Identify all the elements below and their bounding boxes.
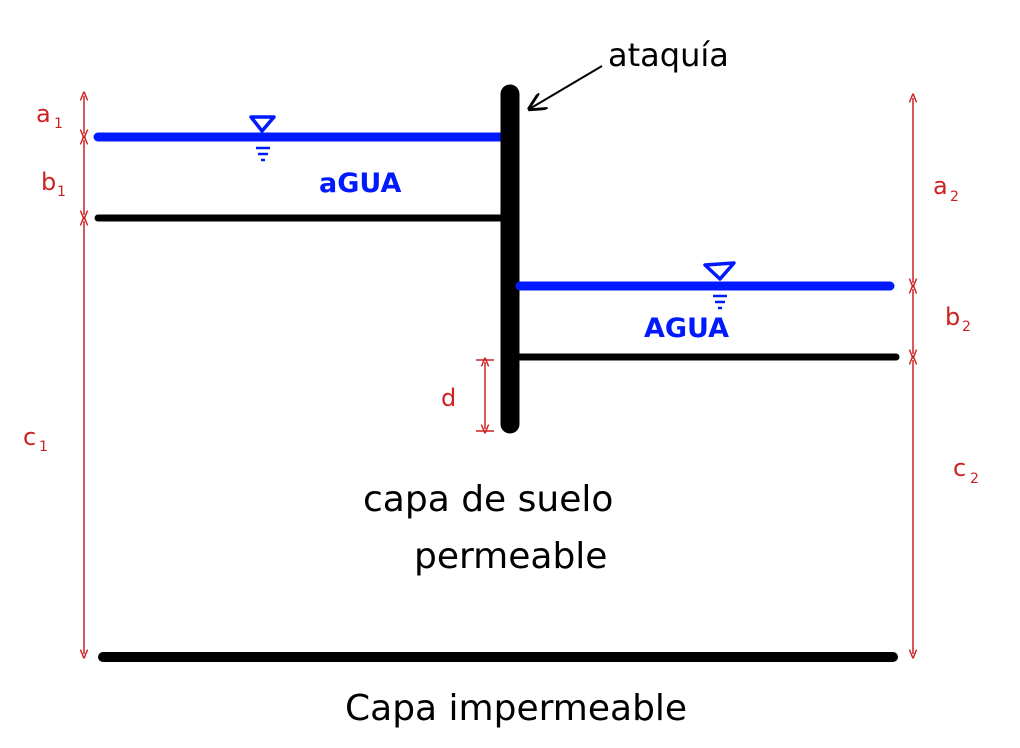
svg-text:a: a bbox=[933, 172, 948, 200]
dim-label-c2: c 2 bbox=[953, 454, 979, 487]
svg-text:b: b bbox=[41, 168, 56, 196]
svg-text:2: 2 bbox=[962, 319, 971, 335]
impermeable-layer-label: Capa impermeable bbox=[345, 688, 687, 729]
svg-text:2: 2 bbox=[970, 471, 979, 487]
dim-label-a2: a 2 bbox=[933, 172, 959, 205]
water-level-right-icon bbox=[703, 261, 736, 310]
water-level-left-icon bbox=[249, 115, 276, 162]
svg-text:1: 1 bbox=[54, 116, 63, 132]
svg-text:a: a bbox=[36, 100, 51, 128]
water-label-left: aGUA bbox=[319, 168, 401, 199]
svg-text:2: 2 bbox=[950, 189, 959, 205]
dim-label-d: d bbox=[441, 384, 456, 412]
dim-label-b1: b 1 bbox=[41, 168, 66, 200]
permeable-layer-label-line1: capa de suelo bbox=[363, 479, 613, 520]
water-label-right: AGUA bbox=[644, 313, 729, 344]
svg-text:c: c bbox=[953, 454, 966, 482]
svg-text:1: 1 bbox=[57, 184, 66, 200]
embedment-dimension bbox=[476, 360, 494, 431]
svg-text:c: c bbox=[23, 423, 36, 451]
permeable-layer-label-line2: permeable bbox=[414, 536, 607, 577]
sheet-pile-pointer-arrow bbox=[531, 65, 603, 108]
svg-text:1: 1 bbox=[39, 439, 48, 455]
dim-label-b2: b 2 bbox=[945, 303, 971, 335]
dim-label-a1: a 1 bbox=[36, 100, 63, 132]
svg-text:b: b bbox=[945, 303, 960, 331]
sheet-pile-label: ataquía bbox=[608, 36, 729, 74]
dim-label-c1: c 1 bbox=[23, 423, 48, 455]
